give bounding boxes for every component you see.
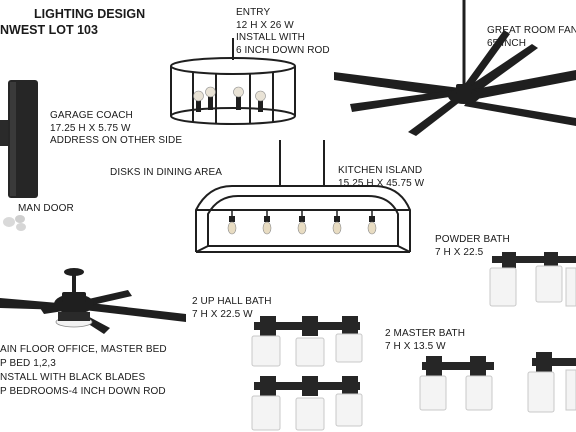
kitchen-island-pendant-icon [195,140,411,253]
label-great-room-fan: GREAT ROOM FAN 65 INCH [487,25,576,49]
vanity-partial-right-icon [527,352,576,413]
great-room-fan-icon [334,0,576,136]
label-up-hall-bath: 2 UP HALL BATH 7 H X 22.5 W [192,296,272,320]
garage-coach-light-icon [0,80,38,198]
title-line-1: LIGHTING DESIGN [34,7,146,21]
powder-bath-vanity-icon [489,252,576,307]
page-title: LIGHTING DESIGN NWEST LOT 103 [0,6,146,38]
label-main-floor-fan: AIN FLOOR OFFICE, MASTER BED P BED 1,2,3… [0,344,167,397]
label-master-bath: 2 MASTER BATH 7 H X 13.5 W [385,328,466,352]
man-door-light-icon [3,215,26,231]
label-entry: ENTRY 12 H X 26 W INSTALL WITH 6 INCH DO… [236,7,330,56]
label-powder-bath: POWDER BATH 7 H X 22.5 [435,234,510,258]
entry-chandelier-icon [170,38,296,125]
master-bath-vanity-icon [419,356,494,411]
up-hall-bath-vanity-top-icon [251,316,363,367]
label-garage-coach: GARAGE COACH 17.25 H X 5.75 W ADDRESS ON… [50,110,183,146]
title-line-2: NWEST LOT 103 [0,23,98,37]
up-hall-bath-vanity-bottom-icon [251,376,363,431]
main-floor-fan-icon [0,268,186,334]
label-man-door: MAN DOOR [18,203,74,214]
label-disks-dining: DISKS IN DINING AREA [110,167,223,178]
label-kitchen-island: KITCHEN ISLAND 15.25 H X 45.75 W [338,165,425,189]
